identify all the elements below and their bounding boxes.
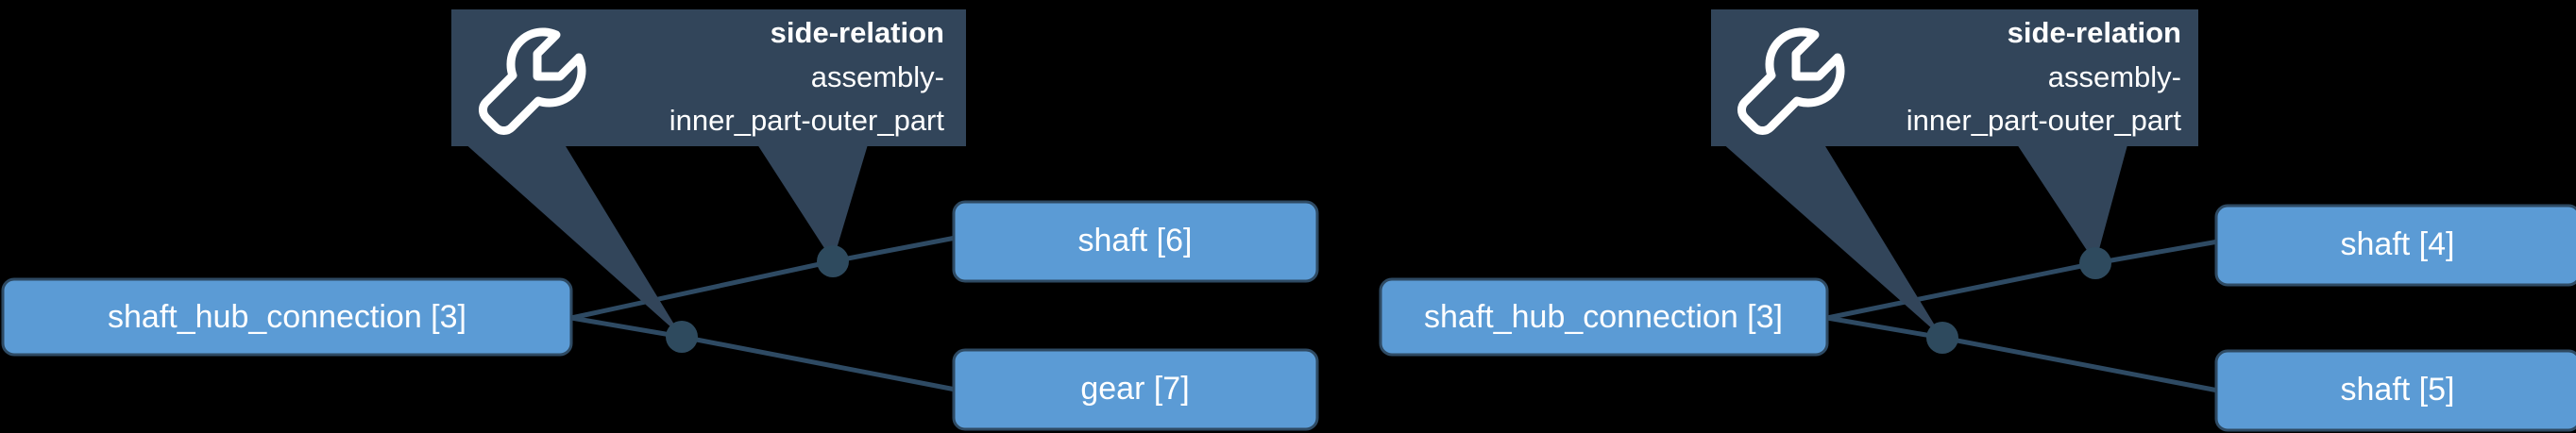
tooltip-tails-right	[1720, 142, 2128, 338]
tooltip-tails-left	[463, 142, 869, 337]
tooltip-line-3: inner_part-outer_part	[669, 104, 945, 137]
tooltip-tail-to-junction-lower	[463, 142, 682, 337]
node-label: shaft [6]	[1078, 223, 1193, 258]
junction-node-lower[interactable]	[1926, 322, 1958, 354]
left-group: side-relation assembly- inner_part-outer…	[1, 9, 1319, 431]
node-label: shaft [5]	[2341, 372, 2455, 408]
node-box[interactable]	[1379, 277, 1829, 357]
node-box[interactable]	[1, 277, 573, 357]
edge-shaft-hub-to-junction-lower[interactable]	[570, 315, 683, 340]
wrench-icon	[1737, 27, 1845, 135]
edge-shaft-hub-to-junction-lower[interactable]	[1826, 315, 1943, 341]
tooltip-left: side-relation assembly- inner_part-outer…	[451, 9, 966, 146]
junction-node-lower[interactable]	[666, 321, 698, 353]
wrench-icon	[479, 27, 586, 135]
tooltip-title: side-relation	[771, 16, 944, 49]
right-group: side-relation assembly- inner_part-outer…	[1379, 9, 2576, 432]
node-shaft-6[interactable]: shaft [6]	[952, 200, 1319, 283]
tooltip-tail-to-junction-lower	[1720, 142, 1942, 338]
edge-junction-lower-to-gear-7[interactable]	[681, 334, 957, 392]
node-label: gear [7]	[1080, 371, 1189, 407]
edge-layer-right	[1826, 239, 2219, 393]
tooltip-title: side-relation	[2008, 16, 2181, 49]
node-shaft-hub-connection-left[interactable]: shaft_hub_connection [3]	[1, 277, 573, 357]
node-box[interactable]	[2214, 204, 2576, 287]
edge-junction-lower-to-shaft-5[interactable]	[1941, 335, 2219, 393]
junction-node-upper[interactable]	[2079, 247, 2111, 279]
node-label: shaft_hub_connection [3]	[1424, 299, 1783, 335]
edge-shaft-hub-to-junction-upper[interactable]	[570, 258, 834, 321]
junction-node-upper[interactable]	[817, 245, 849, 277]
node-box[interactable]	[952, 348, 1319, 431]
tooltip-line-3: inner_part-outer_part	[1907, 104, 2182, 137]
node-box[interactable]	[952, 200, 1319, 283]
node-shaft-4[interactable]: shaft [4]	[2214, 204, 2576, 287]
node-shaft-5[interactable]: shaft [5]	[2214, 349, 2576, 432]
tooltip-tail-to-junction-upper	[2015, 142, 2128, 263]
tooltip-line-2: assembly-	[811, 60, 944, 93]
tooltip-tail-to-junction-upper	[755, 142, 869, 261]
tooltip-line-2: assembly-	[2048, 60, 2181, 93]
node-shaft-hub-connection-right[interactable]: shaft_hub_connection [3]	[1379, 277, 1829, 357]
edge-junction-upper-to-shaft-6[interactable]	[832, 235, 957, 264]
node-box[interactable]	[2214, 349, 2576, 432]
node-label: shaft [4]	[2341, 226, 2455, 262]
node-gear-7[interactable]: gear [7]	[952, 348, 1319, 431]
edge-layer-left	[570, 235, 957, 392]
node-label: shaft_hub_connection [3]	[108, 299, 466, 335]
tooltip-right: side-relation assembly- inner_part-outer…	[1711, 9, 2198, 146]
edge-junction-upper-to-shaft-4[interactable]	[2094, 239, 2219, 266]
edge-shaft-hub-to-junction-upper[interactable]	[1826, 260, 2096, 321]
